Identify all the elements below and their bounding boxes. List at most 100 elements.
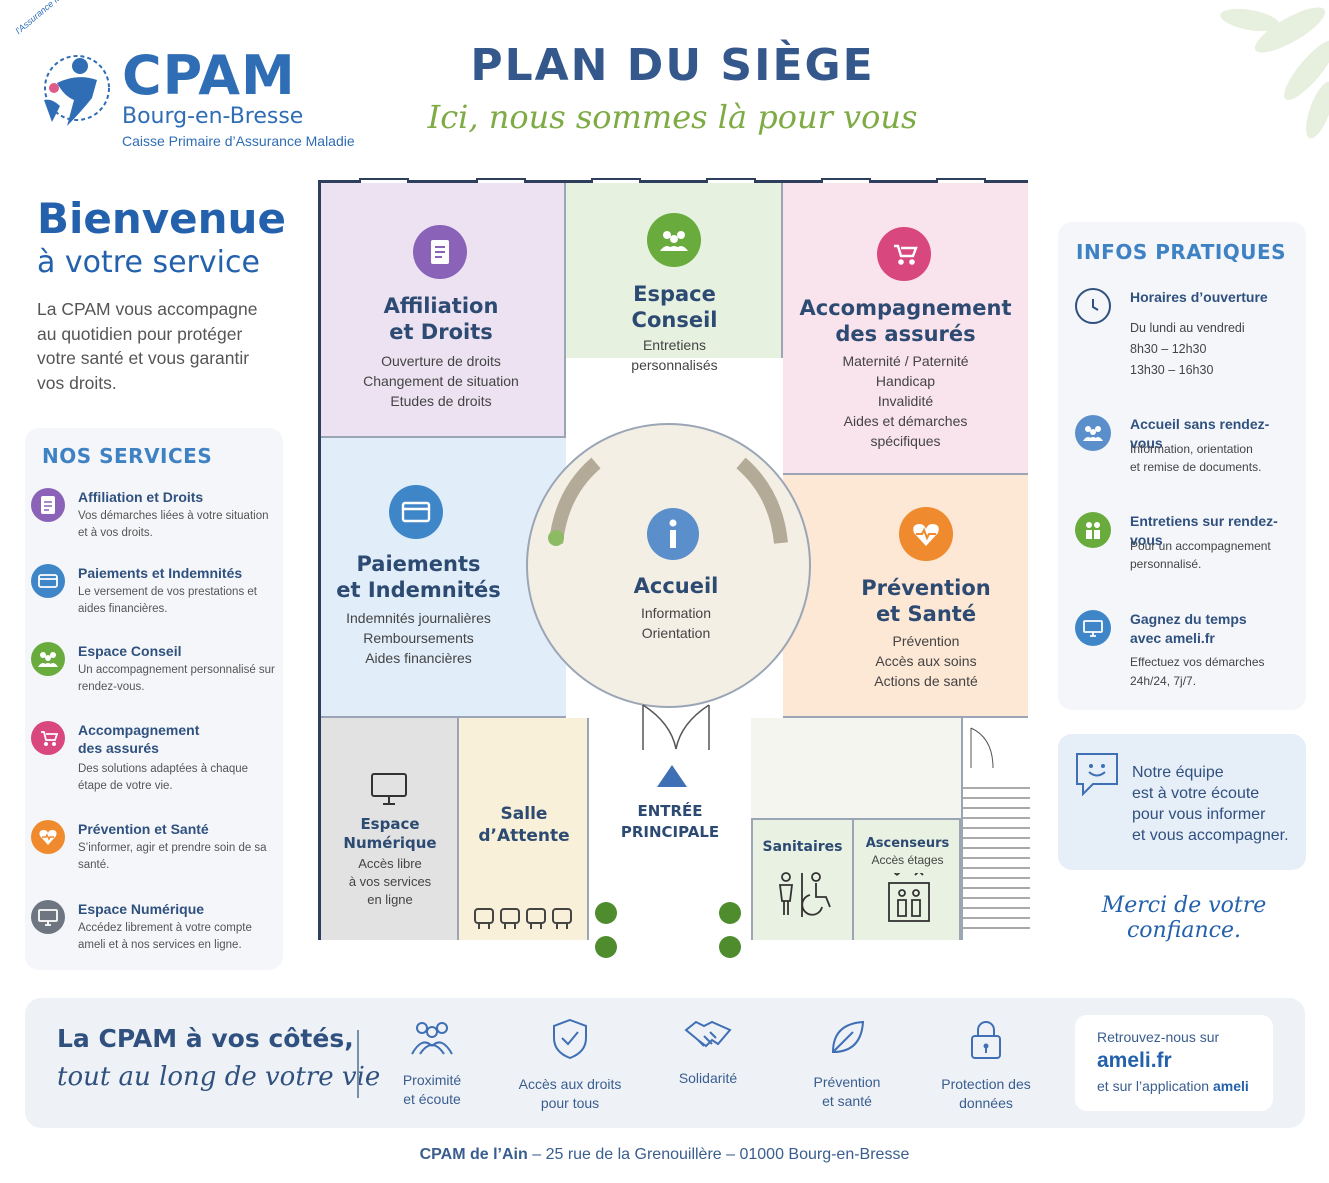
room-title: Paiements et Indemnités <box>336 552 501 602</box>
room-title: Accompagnement des assurés <box>799 296 1012 346</box>
services-title: NOS SERVICES <box>42 444 213 468</box>
value-solidarite: Solidarité <box>643 1018 773 1088</box>
value-acces: Accès aux droits pour tous <box>505 1018 635 1113</box>
service-title: Paiements et Indemnités <box>78 565 243 581</box>
service-desc: Le versement de vos prestations et aides… <box>78 586 257 615</box>
ameli-link[interactable]: ameli.fr <box>1097 1049 1172 1072</box>
value-label: Proximité et écoute <box>402 1072 462 1107</box>
entrance-door-icon <box>642 704 710 750</box>
service-title: Accompagnement des assurés <box>78 722 200 756</box>
service-title: Prévention et Santé <box>78 821 209 837</box>
leaf-icon <box>831 1020 865 1054</box>
shield-icon <box>553 1018 587 1060</box>
bushes-icon <box>595 902 741 958</box>
room-title: Prévention et Santé <box>861 576 991 626</box>
page-title: PLAN DU SIÈGE <box>470 40 875 91</box>
info-text: Information, orientation et remise de do… <box>1130 442 1262 474</box>
thanks-text: Merci de votre confiance. <box>1101 893 1267 943</box>
logo-city: Bourg-en-Bresse <box>122 104 304 129</box>
value-label: Solidarité <box>678 1070 738 1086</box>
room-text: Ouverture de droits Changement de situat… <box>363 353 519 409</box>
heart-icon <box>899 507 953 561</box>
ameli-app-name: ameli <box>1212 1078 1249 1094</box>
infos-title: INFOS PRATIQUES <box>1076 240 1287 264</box>
value-prevention: Prévention et santé <box>782 1018 912 1111</box>
document-icon <box>413 225 467 279</box>
logo-subtitle: Caisse Primaire d’Assurance Maladie <box>122 133 355 149</box>
welcome-title: Bienvenue <box>37 194 286 243</box>
people-icon <box>411 1022 453 1055</box>
elevator-icon <box>888 873 930 922</box>
logo-figure-icon <box>44 55 110 126</box>
logo-title: CPAM <box>122 44 296 107</box>
room-accueil <box>526 423 811 708</box>
room-title: Espace Numérique <box>343 815 437 852</box>
room-title: Ascenseurs <box>865 836 950 851</box>
people-icon <box>1075 415 1111 451</box>
service-title: Espace Conseil <box>78 643 182 659</box>
heart-icon <box>31 820 65 854</box>
room-title: Espace Conseil <box>631 282 718 332</box>
ameli-app-pre: et sur l’application <box>1097 1078 1213 1094</box>
clock-icon <box>1075 288 1111 324</box>
stroller-icon <box>877 227 931 281</box>
room-text: Accès libre à vos services en ligne <box>348 856 432 907</box>
value-label: Accès aux droits pour tous <box>518 1076 622 1111</box>
reception-counters <box>548 457 788 546</box>
card-icon <box>31 564 65 598</box>
values-subheading: tout au long de votre vie <box>57 1062 381 1092</box>
service-desc: Vos démarches liées à votre situation et… <box>78 510 269 539</box>
service-desc: S’informer, agir et prendre soin de sa s… <box>78 842 267 871</box>
info-text: Effectuez vos démarches 24h/24, 7j/7. <box>1130 655 1265 688</box>
card-icon <box>389 485 443 539</box>
monitor-icon <box>31 900 65 934</box>
team-message-panel: Notre équipe est à votre écoute pour vou… <box>1058 734 1306 870</box>
logo-arc-text: l'Assurance Maladie <box>13 0 82 37</box>
footer-rest: – 25 rue de la Grenouillère – 01000 Bour… <box>527 1146 910 1163</box>
value-label: Protection des données <box>941 1076 1031 1111</box>
group-icon <box>647 213 701 267</box>
info-title: Accueil sans rendez-vous <box>1130 416 1270 451</box>
room-title: Affiliation et Droits <box>383 294 499 344</box>
leaf-decoration-icon <box>1220 7 1329 139</box>
room-conseil <box>566 183 783 358</box>
footer-address: CPAM de l’Ain – 25 rue de la Grenouillèr… <box>0 1146 1329 1164</box>
service-desc: Des solutions adaptées à chaque étape de… <box>78 763 249 792</box>
page-subtitle: Ici, nous sommes là pour vous <box>427 98 918 136</box>
values-heading: La CPAM à vos côtés, <box>57 1024 354 1053</box>
room-numerique <box>321 718 459 940</box>
waiting-chairs-icon <box>474 908 572 929</box>
info-text: Pour un accompagnement personnalisé. <box>1130 539 1271 571</box>
divider <box>357 1030 359 1098</box>
monitor-icon <box>371 773 407 805</box>
room-text: Indemnités journalières Remboursements A… <box>346 610 491 666</box>
team-message: Notre équipe est à votre écoute pour vou… <box>1132 764 1289 844</box>
room-text: Maternité / Paternité Handicap Invalidit… <box>842 353 969 449</box>
group-icon <box>31 642 65 676</box>
room-hall <box>751 718 961 818</box>
footer-org: CPAM de l’Ain <box>419 1146 528 1163</box>
value-label: Prévention et santé <box>813 1074 881 1109</box>
room-text: Prévention Accès aux soins Actions de sa… <box>874 633 978 689</box>
room-title: Salle d’Attente <box>478 804 570 846</box>
room-text: Accès étages <box>871 853 944 867</box>
info-text: Du lundi au vendredi 8h30 – 12h30 13h30 … <box>1130 321 1245 377</box>
lock-icon <box>971 1021 1001 1059</box>
ameli-box[interactable]: Retrouvez-nous sur ameli.fr et sur l’app… <box>1075 1015 1273 1111</box>
info-icon <box>647 508 699 560</box>
info-title: Gagnez du temps avec ameli.fr <box>1130 611 1247 646</box>
service-desc: Accédez librement à votre compte ameli e… <box>78 922 252 951</box>
room-paiements <box>321 438 566 718</box>
room-text: Information Orientation <box>640 605 712 641</box>
room-text: Entretiens personnalisés <box>631 337 718 373</box>
info-title: Horaires d’ouverture <box>1130 289 1268 305</box>
arrow-up-icon <box>657 765 687 787</box>
stroller-icon <box>31 721 65 755</box>
room-title: Accueil <box>633 574 719 598</box>
value-protection: Protection des données <box>921 1018 1051 1113</box>
info-title: Entretiens sur rendez-vous <box>1130 513 1278 548</box>
toilet-accessible-icon <box>778 872 831 917</box>
room-title: Sanitaires <box>762 839 843 855</box>
document-icon <box>31 488 65 522</box>
